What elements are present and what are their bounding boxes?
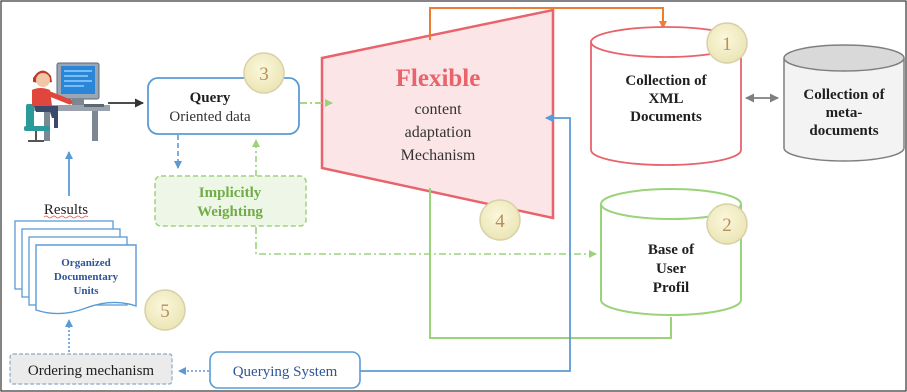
- weighting-to-profile-arrow: [255, 227, 597, 258]
- flexible-line-1: content: [414, 101, 462, 118]
- meta-collection-cylinder: [783, 44, 905, 162]
- badge-3: 3: [243, 52, 285, 94]
- user-computer-icon: [24, 62, 110, 142]
- ordering-mechanism-box: [9, 353, 173, 385]
- badge-4: 4: [479, 199, 521, 241]
- green-profile-link: [429, 188, 672, 339]
- badge-5-label: 5: [160, 301, 170, 322]
- documents-line-1: Organized: [61, 257, 111, 269]
- badge-3-label: 3: [259, 64, 269, 85]
- badge-1: 1: [706, 22, 748, 64]
- flexible-line-2: adaptation: [405, 124, 472, 141]
- flexible-mechanism-shape: [320, 8, 555, 220]
- flexible-line-3: Mechanism: [401, 147, 476, 164]
- flexible-title: Flexible: [396, 65, 481, 92]
- query-subtitle: Oriented data: [169, 109, 251, 125]
- documents-line-3: Units: [73, 285, 99, 297]
- badge-5: 5: [144, 289, 186, 331]
- user-profile-cylinder: [600, 188, 742, 316]
- badge-2-label: 2: [722, 215, 732, 236]
- xml-collection-line-3: Documents: [630, 109, 702, 125]
- user-profile-line-3: Profil: [653, 280, 689, 296]
- results-label: Results: [44, 202, 88, 218]
- query-title: Query: [190, 90, 231, 106]
- orange-feedback-arrow: [429, 7, 667, 40]
- querying-to-mechanism-arrow: [360, 114, 571, 372]
- xml-collection-cylinder: [590, 26, 742, 166]
- badge-1-label: 1: [722, 34, 732, 55]
- badge-4-label: 4: [495, 211, 505, 232]
- meta-collection-line-3: documents: [809, 123, 878, 139]
- meta-collection-line-2: meta-: [826, 105, 863, 121]
- querying-system-box: [209, 351, 361, 389]
- weighting-line-1: Implicitly: [199, 185, 262, 201]
- results-underline: [43, 215, 89, 219]
- user-profile-line-2: User: [656, 261, 686, 277]
- xml-collection-line-1: Collection of: [625, 73, 707, 89]
- xml-collection-line-2: XML: [649, 91, 684, 107]
- documents-stack: [14, 220, 137, 315]
- ordering-mechanism-label: Ordering mechanism: [28, 363, 155, 379]
- badge-2: 2: [706, 203, 748, 245]
- weighting-line-2: Weighting: [197, 204, 263, 220]
- querying-system-label: Querying System: [233, 364, 338, 380]
- user-profile-line-1: Base of: [648, 242, 695, 258]
- documents-line-2: Documentary: [54, 271, 119, 283]
- meta-collection-line-1: Collection of: [803, 87, 885, 103]
- weighting-box: [154, 175, 307, 227]
